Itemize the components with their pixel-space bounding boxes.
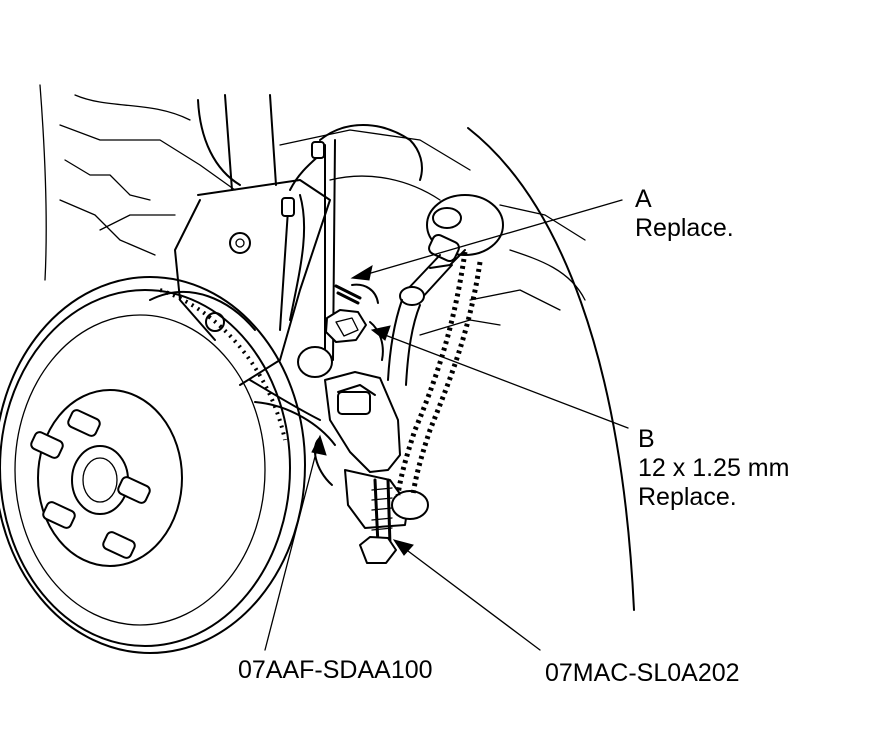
fender-outline xyxy=(39,84,635,611)
label-a-note: Replace. xyxy=(635,214,734,242)
label-b-spec: 12 x 1.25 mm xyxy=(638,454,790,482)
safety-chain xyxy=(395,251,483,496)
brake-hose xyxy=(197,99,423,378)
brake-disc xyxy=(0,276,306,654)
tie-rod-end xyxy=(387,194,504,386)
label-b-letter: B xyxy=(638,425,655,453)
ball-joint-remover xyxy=(313,371,429,564)
subframe-background xyxy=(59,94,586,336)
leader-lines xyxy=(264,199,629,651)
strut-assembly xyxy=(149,94,336,446)
tool-number-07mac: 07MAC-SL0A202 xyxy=(545,659,740,687)
castle-nut-b xyxy=(325,309,384,361)
cotter-pin-a xyxy=(334,283,379,305)
label-b-note: Replace. xyxy=(638,483,737,511)
tool-number-07aaf: 07AAF-SDAA100 xyxy=(238,656,433,684)
label-a-letter: A xyxy=(635,185,652,213)
wheel-studs xyxy=(30,409,151,559)
